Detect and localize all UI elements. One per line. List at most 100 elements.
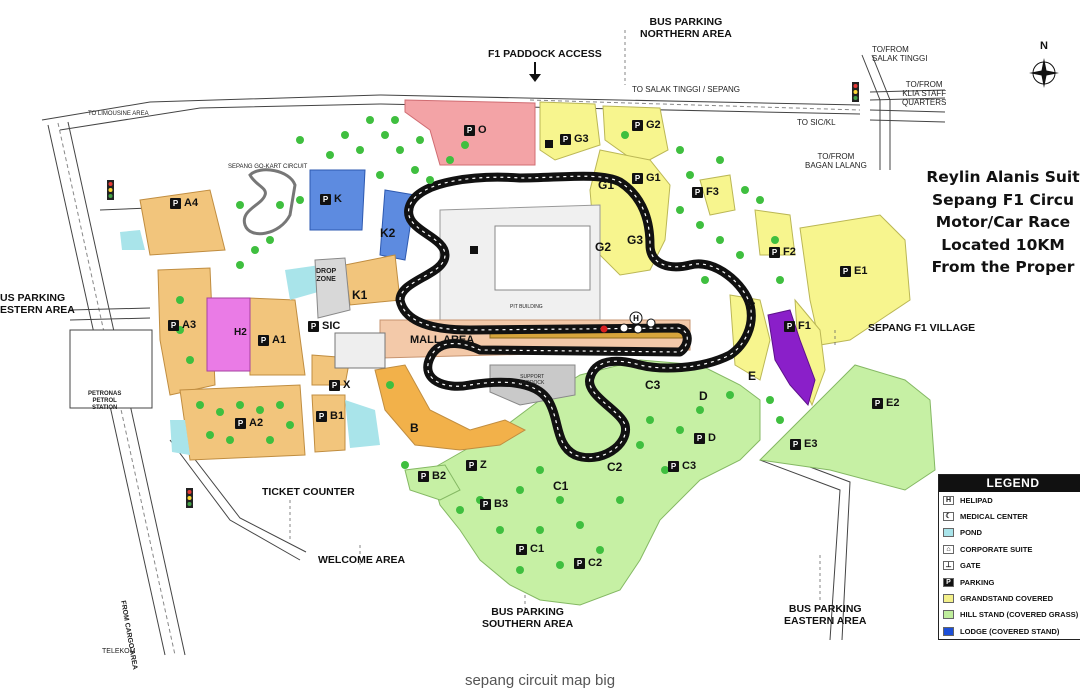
promo-line-1: Reylin Alanis Suit (926, 168, 1080, 186)
corporate-suite-icon: ⌂ (943, 544, 954, 554)
parking-icon: P (560, 133, 571, 145)
parking-icon: P (235, 417, 246, 429)
to-from-bagan-lalang-label: TO/FROM BAGAN LALANG (805, 152, 867, 171)
support-paddock-label: SUPPORT PADDOCK (520, 374, 545, 386)
to-limousine-label: TO LIMOUSINE AREA (88, 111, 149, 117)
parking-icon: P (668, 460, 679, 472)
compass-rose-icon (1029, 57, 1059, 88)
go-kart-circuit (242, 168, 297, 236)
petronas-label: PETRONAS PETROL STATION (88, 391, 122, 411)
sic-block (334, 332, 386, 369)
parking-icon: P (784, 320, 795, 332)
pond-2 (285, 265, 325, 300)
legend-item: GRANDSTAND COVERED (939, 590, 1080, 606)
pond-3 (170, 420, 190, 455)
legend-item: P PARKING (939, 574, 1080, 590)
parking-icon: P (320, 193, 331, 205)
legend-item-label: LODGE (COVERED STAND) (960, 626, 1060, 636)
pond-swatch (943, 528, 954, 538)
zone-d: D (699, 389, 708, 403)
parking-icon: P (316, 410, 327, 422)
legend-title: LEGEND (939, 475, 1080, 492)
ticket-counter-label: TICKET COUNTER (262, 486, 355, 498)
hillstand-swatch (943, 610, 954, 620)
legend-item-label: PARKING (960, 577, 995, 587)
parking-lot-e1 (799, 214, 911, 346)
traffic-light-3 (186, 488, 193, 508)
parking-lot-g2 (602, 105, 669, 166)
pit-building-label: PIT BUILDING (510, 304, 543, 310)
parking-icon: P (943, 577, 954, 587)
pit-building (494, 225, 591, 291)
parking-lot-a3 (157, 267, 216, 396)
legend-item: LODGE (COVERED STAND) (939, 623, 1080, 639)
helipad-icon: H (943, 495, 954, 505)
petronas-station-box (69, 329, 153, 409)
zone-f: F (748, 300, 756, 314)
zone-k2: K2 (380, 226, 396, 240)
parking-icon: P (840, 265, 851, 277)
parking-icon: P (516, 543, 527, 555)
parking-icon: P (632, 119, 643, 131)
parking-icon: P (872, 397, 883, 409)
property-promo-text: Reylin Alanis Suit Sepang F1 Circu Motor… (918, 166, 1080, 279)
legend-item: HILL STAND (COVERED GRASS) (939, 607, 1080, 623)
legend-item: H HELIPAD (939, 492, 1080, 508)
svg-text:H: H (633, 314, 639, 323)
legend-item-label: GRANDSTAND COVERED (960, 594, 1054, 604)
parking-icon: P (170, 197, 181, 209)
to-sic-kl-label: TO SIC/KL (797, 118, 836, 127)
legend-item: ☾MEDICAL CENTER (939, 508, 1080, 524)
f1-paddock-access-label: F1 PADDOCK ACCESS (488, 48, 602, 60)
drop-zone-label: DROP ZONE (316, 268, 337, 284)
parking-icon: P (418, 470, 429, 482)
grandstand-swatch (943, 594, 954, 604)
sepang-f1-village-label: SEPANG F1 VILLAGE (868, 322, 976, 334)
helipad-h2-area (206, 297, 251, 372)
parking-lot-f2 (754, 209, 796, 256)
zone-b: B (410, 421, 419, 435)
zone-e: E (748, 369, 757, 383)
welcome-area-label: WELCOME AREA (318, 554, 406, 566)
legend-item: ⌂CORPORATE SUITE (939, 541, 1080, 557)
parking-icon: P (769, 246, 780, 258)
promo-line-5: From the Proper (931, 258, 1075, 276)
legend-item: ⊥GATE (939, 558, 1080, 574)
parking-icon: P (632, 172, 643, 184)
legend-item-label: GATE (960, 561, 981, 571)
legend-item-label: MEDICAL CENTER (960, 512, 1028, 522)
parking-icon: P (258, 334, 269, 346)
parking-icon: P (466, 459, 477, 471)
zone-c3: C3 (645, 378, 661, 392)
trees (176, 116, 784, 574)
zone-h2: H2 (234, 327, 247, 338)
parking-icon: P (694, 432, 705, 444)
lodge-swatch (943, 626, 954, 636)
to-from-klia-label: TO/FROM KLIA STAFF QUARTERS (902, 80, 947, 108)
to-salak-tinggi-label: TO SALAK TINGGI / SEPANG (632, 85, 741, 94)
image-caption: sepang circuit map big (464, 672, 616, 689)
zone-k1: K1 (352, 288, 368, 302)
parking-icon: P (574, 557, 585, 569)
grandstand-b (374, 364, 527, 451)
legend-item-label: HELIPAD (960, 495, 993, 505)
sepang-f1-village (767, 309, 816, 407)
zone-c1: C1 (553, 479, 569, 493)
